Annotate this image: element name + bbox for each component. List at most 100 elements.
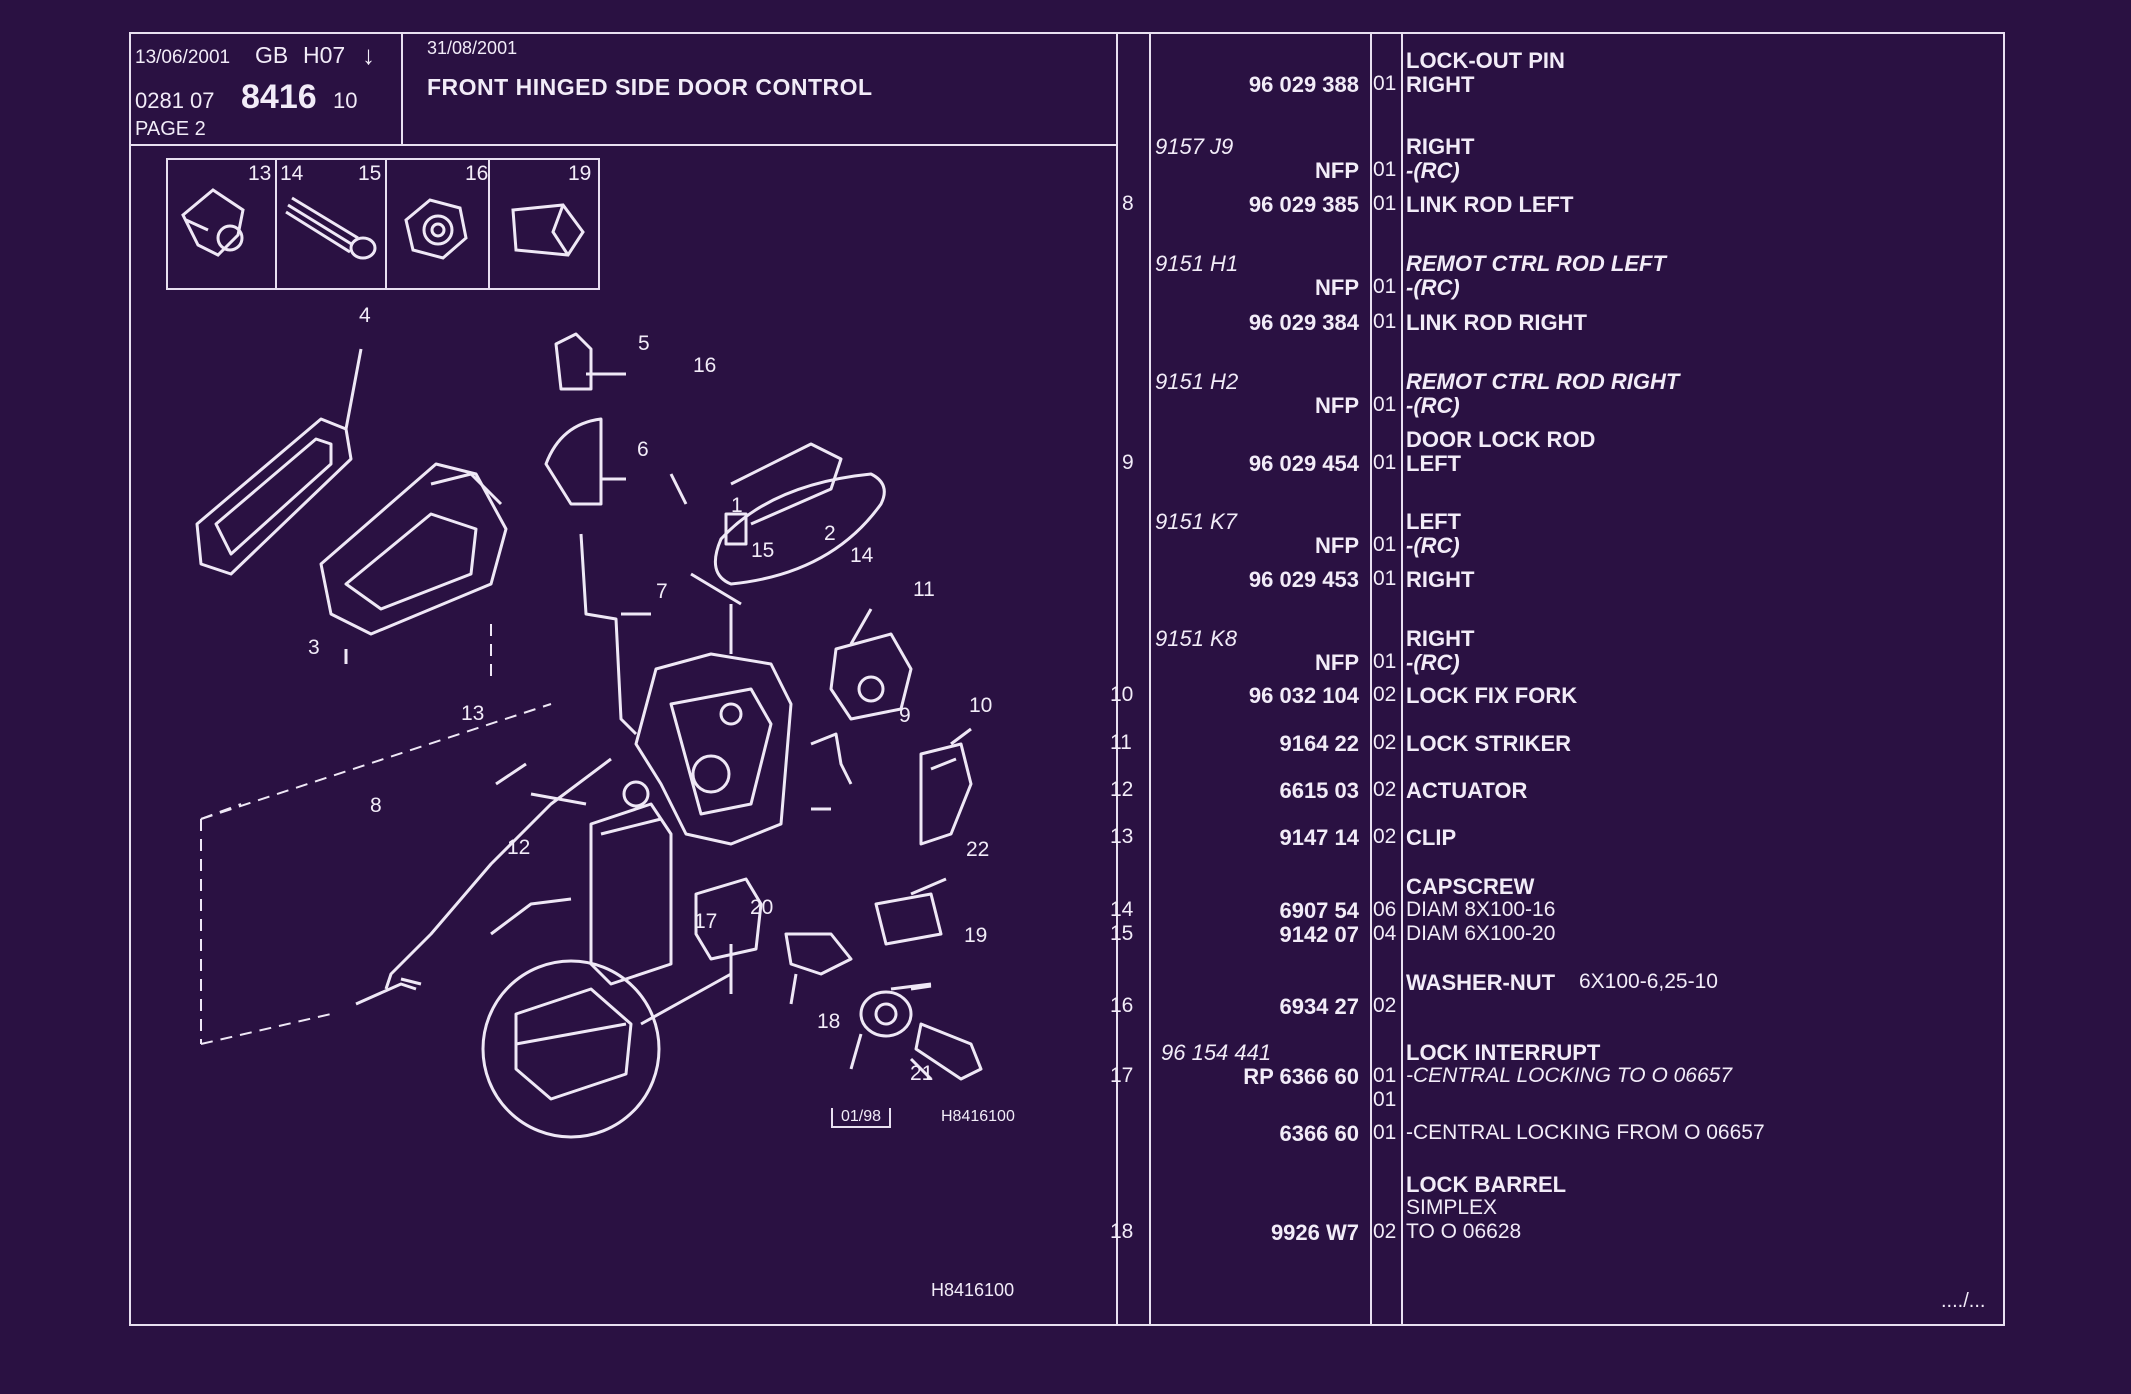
header-divider bbox=[401, 34, 403, 144]
part-number: 9147 14 bbox=[1279, 825, 1359, 850]
header-date-2: 31/08/2001 bbox=[427, 38, 518, 58]
header-gb: GB bbox=[255, 42, 289, 68]
part-number-italic: 96 154 441 bbox=[1161, 1040, 1272, 1065]
callout-1: 1 bbox=[731, 494, 743, 517]
part-ref-number: 16 bbox=[1110, 994, 1134, 1017]
part-qty: 02 bbox=[1373, 825, 1397, 848]
part-qty: 01 bbox=[1373, 1088, 1397, 1111]
exploded-diagram bbox=[195, 332, 983, 1139]
callout-5: 5 bbox=[638, 332, 650, 355]
part-description: LOCK FIX FORK bbox=[1406, 683, 1578, 708]
part-ref-number: 17 bbox=[1110, 1064, 1134, 1087]
part-qty: 01 bbox=[1373, 567, 1397, 590]
callout-9: 9 bbox=[899, 704, 911, 727]
callout-10: 10 bbox=[969, 694, 993, 717]
part-col-divider bbox=[1370, 34, 1372, 1324]
catalog-sheet: 13/06/2001 GB H07 ↓ 31/08/2001 0281 07 8… bbox=[129, 32, 2005, 1326]
part-number: NFP bbox=[1315, 393, 1359, 418]
qty-col-divider bbox=[1401, 34, 1403, 1324]
part-number: 9926 W7 bbox=[1270, 1220, 1359, 1245]
part-description: LEFT bbox=[1406, 509, 1461, 534]
part-qty: 02 bbox=[1373, 994, 1397, 1017]
part-description: RIGHT bbox=[1406, 567, 1475, 592]
continuation-mark: ..../... bbox=[1941, 1290, 1986, 1312]
header-ref-main: 8416 bbox=[241, 78, 317, 116]
part-description: CAPSCREW bbox=[1406, 874, 1535, 899]
part-number-italic: 9151 K8 bbox=[1155, 626, 1237, 651]
part-description: WASHER-NUT bbox=[1406, 970, 1556, 995]
part-description: DIAM 8X100-16 bbox=[1406, 898, 1556, 921]
part-number: 9142 07 bbox=[1279, 922, 1359, 947]
part-description: LOCK INTERRUPT bbox=[1406, 1040, 1601, 1065]
header-ref-suffix: 10 bbox=[333, 88, 358, 113]
part-number: NFP bbox=[1315, 650, 1359, 675]
callout-8: 8 bbox=[370, 794, 382, 817]
part-ref-number: 13 bbox=[1110, 825, 1134, 848]
callout-16: 16 bbox=[693, 354, 717, 377]
diagram-divider bbox=[1116, 34, 1118, 1324]
part-qty: 01 bbox=[1373, 158, 1397, 181]
part-description: ACTUATOR bbox=[1406, 778, 1528, 803]
thumb-divider bbox=[488, 160, 490, 288]
drawing-footer-code: H8416100 bbox=[931, 1280, 1015, 1300]
part-number: 9164 22 bbox=[1279, 731, 1359, 756]
callout-11: 11 bbox=[913, 578, 935, 601]
part-ref-number: 10 bbox=[1110, 683, 1134, 706]
part-qty: 01 bbox=[1373, 275, 1397, 298]
callout-2: 2 bbox=[824, 522, 836, 545]
part-description: -(RC) bbox=[1406, 275, 1460, 300]
page-title: FRONT HINGED SIDE DOOR CONTROL bbox=[427, 74, 873, 100]
part-description: -(RC) bbox=[1406, 393, 1460, 418]
part-description: -(RC) bbox=[1406, 158, 1460, 183]
part-description: -(RC) bbox=[1406, 533, 1460, 558]
part-number: 96 029 388 bbox=[1248, 72, 1359, 97]
callout-19: 19 bbox=[964, 924, 988, 947]
thumb-divider bbox=[275, 160, 277, 288]
part-qty: 04 bbox=[1373, 922, 1397, 945]
callout-13: 13 bbox=[461, 702, 485, 725]
part-description: LINK ROD RIGHT bbox=[1406, 310, 1587, 335]
part-ref-number: 9 bbox=[1122, 451, 1134, 474]
part-description: LOCK BARREL bbox=[1406, 1172, 1567, 1197]
part-description: 6X100-6,25-10 bbox=[1579, 970, 1718, 993]
thumb-label: 14 bbox=[280, 162, 304, 185]
callout-18: 18 bbox=[817, 1010, 841, 1033]
callout-12: 12 bbox=[507, 836, 531, 859]
callout-4: 4 bbox=[359, 304, 371, 327]
part-description: TO O 06628 bbox=[1406, 1220, 1522, 1243]
part-description: REMOT CTRL ROD RIGHT bbox=[1406, 369, 1680, 394]
part-description: DIAM 6X100-20 bbox=[1406, 922, 1556, 945]
part-description: LINK ROD LEFT bbox=[1406, 192, 1574, 217]
callout-14: 14 bbox=[850, 544, 874, 567]
part-description: LOCK-OUT PIN bbox=[1406, 48, 1565, 73]
thumb-label: 19 bbox=[568, 162, 592, 185]
header-block bbox=[131, 34, 1116, 146]
part-description: -(RC) bbox=[1406, 650, 1460, 675]
part-number-italic: 9151 H1 bbox=[1155, 251, 1239, 276]
part-number: 96 029 384 bbox=[1248, 310, 1359, 335]
part-ref-number: 15 bbox=[1110, 922, 1134, 945]
part-description: RIGHT bbox=[1406, 72, 1475, 97]
part-number: 96 029 385 bbox=[1248, 192, 1359, 217]
callout-17: 17 bbox=[694, 910, 718, 933]
part-qty: 06 bbox=[1373, 898, 1397, 921]
part-qty: 02 bbox=[1373, 778, 1397, 801]
callout-15: 15 bbox=[751, 539, 775, 562]
part-description: -CENTRAL LOCKING TO O 06657 bbox=[1406, 1064, 1733, 1087]
callout-7: 7 bbox=[656, 580, 668, 603]
part-qty: 01 bbox=[1373, 1121, 1397, 1144]
thumb-label: 16 bbox=[465, 162, 489, 185]
part-ref-number: 14 bbox=[1110, 898, 1134, 921]
header-page: PAGE 2 bbox=[135, 118, 206, 140]
header-code: H07 bbox=[303, 42, 346, 68]
callout-3: 3 bbox=[308, 636, 320, 659]
part-ref-number: 12 bbox=[1110, 778, 1134, 801]
part-ref-number: 11 bbox=[1110, 731, 1132, 754]
thumb-divider bbox=[385, 160, 387, 288]
part-description: SIMPLEX bbox=[1406, 1196, 1498, 1219]
thumbnail-drawings bbox=[181, 188, 585, 260]
part-number: 96 032 104 bbox=[1248, 683, 1359, 708]
part-number: 96 029 454 bbox=[1248, 451, 1359, 476]
part-description: REMOT CTRL ROD LEFT bbox=[1406, 251, 1666, 276]
part-number: 6615 03 bbox=[1279, 778, 1359, 803]
